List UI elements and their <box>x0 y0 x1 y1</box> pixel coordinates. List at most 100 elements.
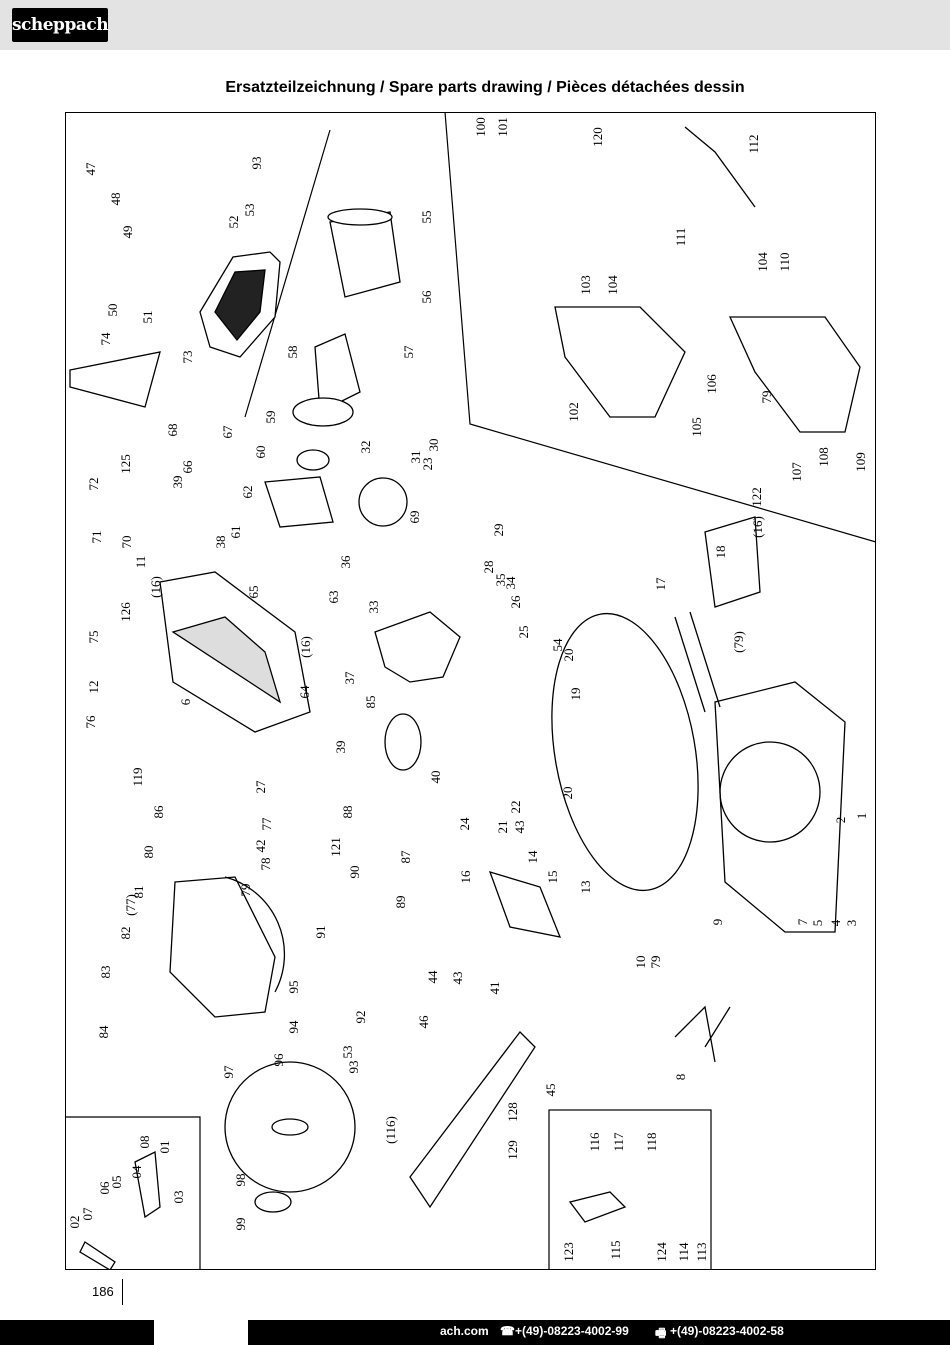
callout-label: 79 <box>238 884 253 897</box>
callout-label: 4 <box>828 919 843 926</box>
callout-label: 1 <box>854 813 869 820</box>
callout-label: 91 <box>313 926 328 939</box>
callout-label: 48 <box>108 193 123 206</box>
callout-label: 08 <box>137 1136 152 1149</box>
callout-label: 45 <box>543 1084 558 1097</box>
inset-left-part <box>79 1241 116 1270</box>
callout-label: 31 <box>408 451 423 464</box>
callout-label: 33 <box>366 601 381 614</box>
callout-label: 95 <box>286 981 301 994</box>
callout-label: (16) <box>750 516 765 538</box>
fan-guard <box>69 351 161 408</box>
callout-label: 106 <box>704 374 719 394</box>
callout-label: 124 <box>654 1242 669 1262</box>
gear-housing <box>358 477 408 527</box>
callout-label: 61 <box>228 526 243 539</box>
stator-top <box>327 208 393 226</box>
inset-box-right <box>548 1109 712 1270</box>
callout-label: 125 <box>118 454 133 474</box>
callout-label: 92 <box>353 1011 368 1024</box>
footer-gap <box>154 1320 248 1345</box>
callout-label: (116) <box>383 1116 398 1144</box>
callout-label: 14 <box>525 850 540 864</box>
torsion-spring <box>384 713 422 771</box>
callout-label: 30 <box>426 439 441 452</box>
callout-label: 15 <box>545 871 560 884</box>
callout-label: 6 <box>178 698 193 705</box>
pivot-bracket <box>374 611 461 683</box>
callout-label: 41 <box>487 982 502 995</box>
callout-label: 104 <box>755 252 770 272</box>
callout-label: 06 <box>97 1181 112 1195</box>
callout-label: 37 <box>342 671 357 685</box>
callout-label: 52 <box>226 216 241 229</box>
page-title: Ersatzteilzeichnung / Spare parts drawin… <box>225 79 745 96</box>
callout-label: 58 <box>285 346 300 359</box>
callout-label: 104 <box>605 275 620 295</box>
callout-label: 69 <box>407 511 422 524</box>
callout-label: 32 <box>358 441 373 454</box>
callout-label: 128 <box>505 1102 520 1122</box>
region-divider-right <box>444 112 876 543</box>
callout-label: 20 <box>561 649 576 662</box>
page-number: 186 <box>92 1284 114 1299</box>
callout-label: 05 <box>109 1176 124 1189</box>
callout-label: 99 <box>233 1218 248 1231</box>
callout-label: 47 <box>83 162 98 176</box>
callout-label: 77 <box>259 817 274 831</box>
callout-label: 81 <box>131 886 146 899</box>
callout-label: 26 <box>508 595 523 609</box>
callout-label: 80 <box>141 846 156 859</box>
callout-label: 75 <box>86 631 101 644</box>
callout-label: 94 <box>286 1020 301 1034</box>
callout-label: 93 <box>249 157 264 170</box>
callout-label: 97 <box>221 1065 236 1079</box>
inset-left-bracket <box>134 1150 161 1219</box>
callout-label: 73 <box>180 351 195 364</box>
machine-base <box>714 681 846 933</box>
brand-logo: scheppach <box>12 8 109 42</box>
motor-housing-vent <box>214 269 266 342</box>
footer-website[interactable]: ach.com <box>440 1324 489 1338</box>
callout-label: 9 <box>710 919 725 926</box>
callout-label: 34 <box>503 576 518 590</box>
saw-arm-detail <box>171 616 282 704</box>
region-divider-left <box>244 129 331 418</box>
saw-blade-hub <box>271 1118 309 1136</box>
drawing-frame <box>65 112 876 1270</box>
callout-label: 107 <box>789 462 804 482</box>
blade-guard-arc <box>224 876 286 993</box>
callout-label: 78 <box>258 858 273 871</box>
callout-label: (77) <box>123 894 138 916</box>
handle-109 <box>728 316 861 433</box>
flange <box>254 1191 292 1213</box>
callout-label: 39 <box>170 476 185 489</box>
callout-label: 82 <box>118 927 133 940</box>
inset-box-left <box>65 1116 201 1270</box>
callout-label: 17 <box>653 577 668 591</box>
callout-label: 70 <box>119 536 134 549</box>
callout-label: 119 <box>130 767 145 786</box>
callout-label: 109 <box>853 452 868 472</box>
callout-label: 23 <box>420 458 435 471</box>
page-number-divider <box>122 1279 123 1305</box>
callout-label: 123 <box>561 1242 576 1262</box>
callout-label: 56 <box>419 290 434 304</box>
callout-label: 90 <box>347 866 362 879</box>
ring-60 <box>264 476 334 528</box>
laser-plate <box>488 871 562 938</box>
callout-label: 28 <box>481 561 496 574</box>
fence <box>409 1031 536 1209</box>
callout-label: 103 <box>578 275 593 295</box>
machine-base-ring <box>719 741 821 843</box>
callout-label: 83 <box>98 966 113 979</box>
callout-label: 114 <box>676 1242 691 1262</box>
callout-label: 54 <box>550 638 565 652</box>
armature <box>314 333 361 414</box>
callout-label: (16) <box>148 576 163 598</box>
callout-label: 66 <box>180 460 195 474</box>
callout-label: 72 <box>86 478 101 491</box>
phone-icon: ☎ <box>500 1324 515 1338</box>
power-cable <box>684 126 756 208</box>
callout-label: 3 <box>844 920 859 927</box>
